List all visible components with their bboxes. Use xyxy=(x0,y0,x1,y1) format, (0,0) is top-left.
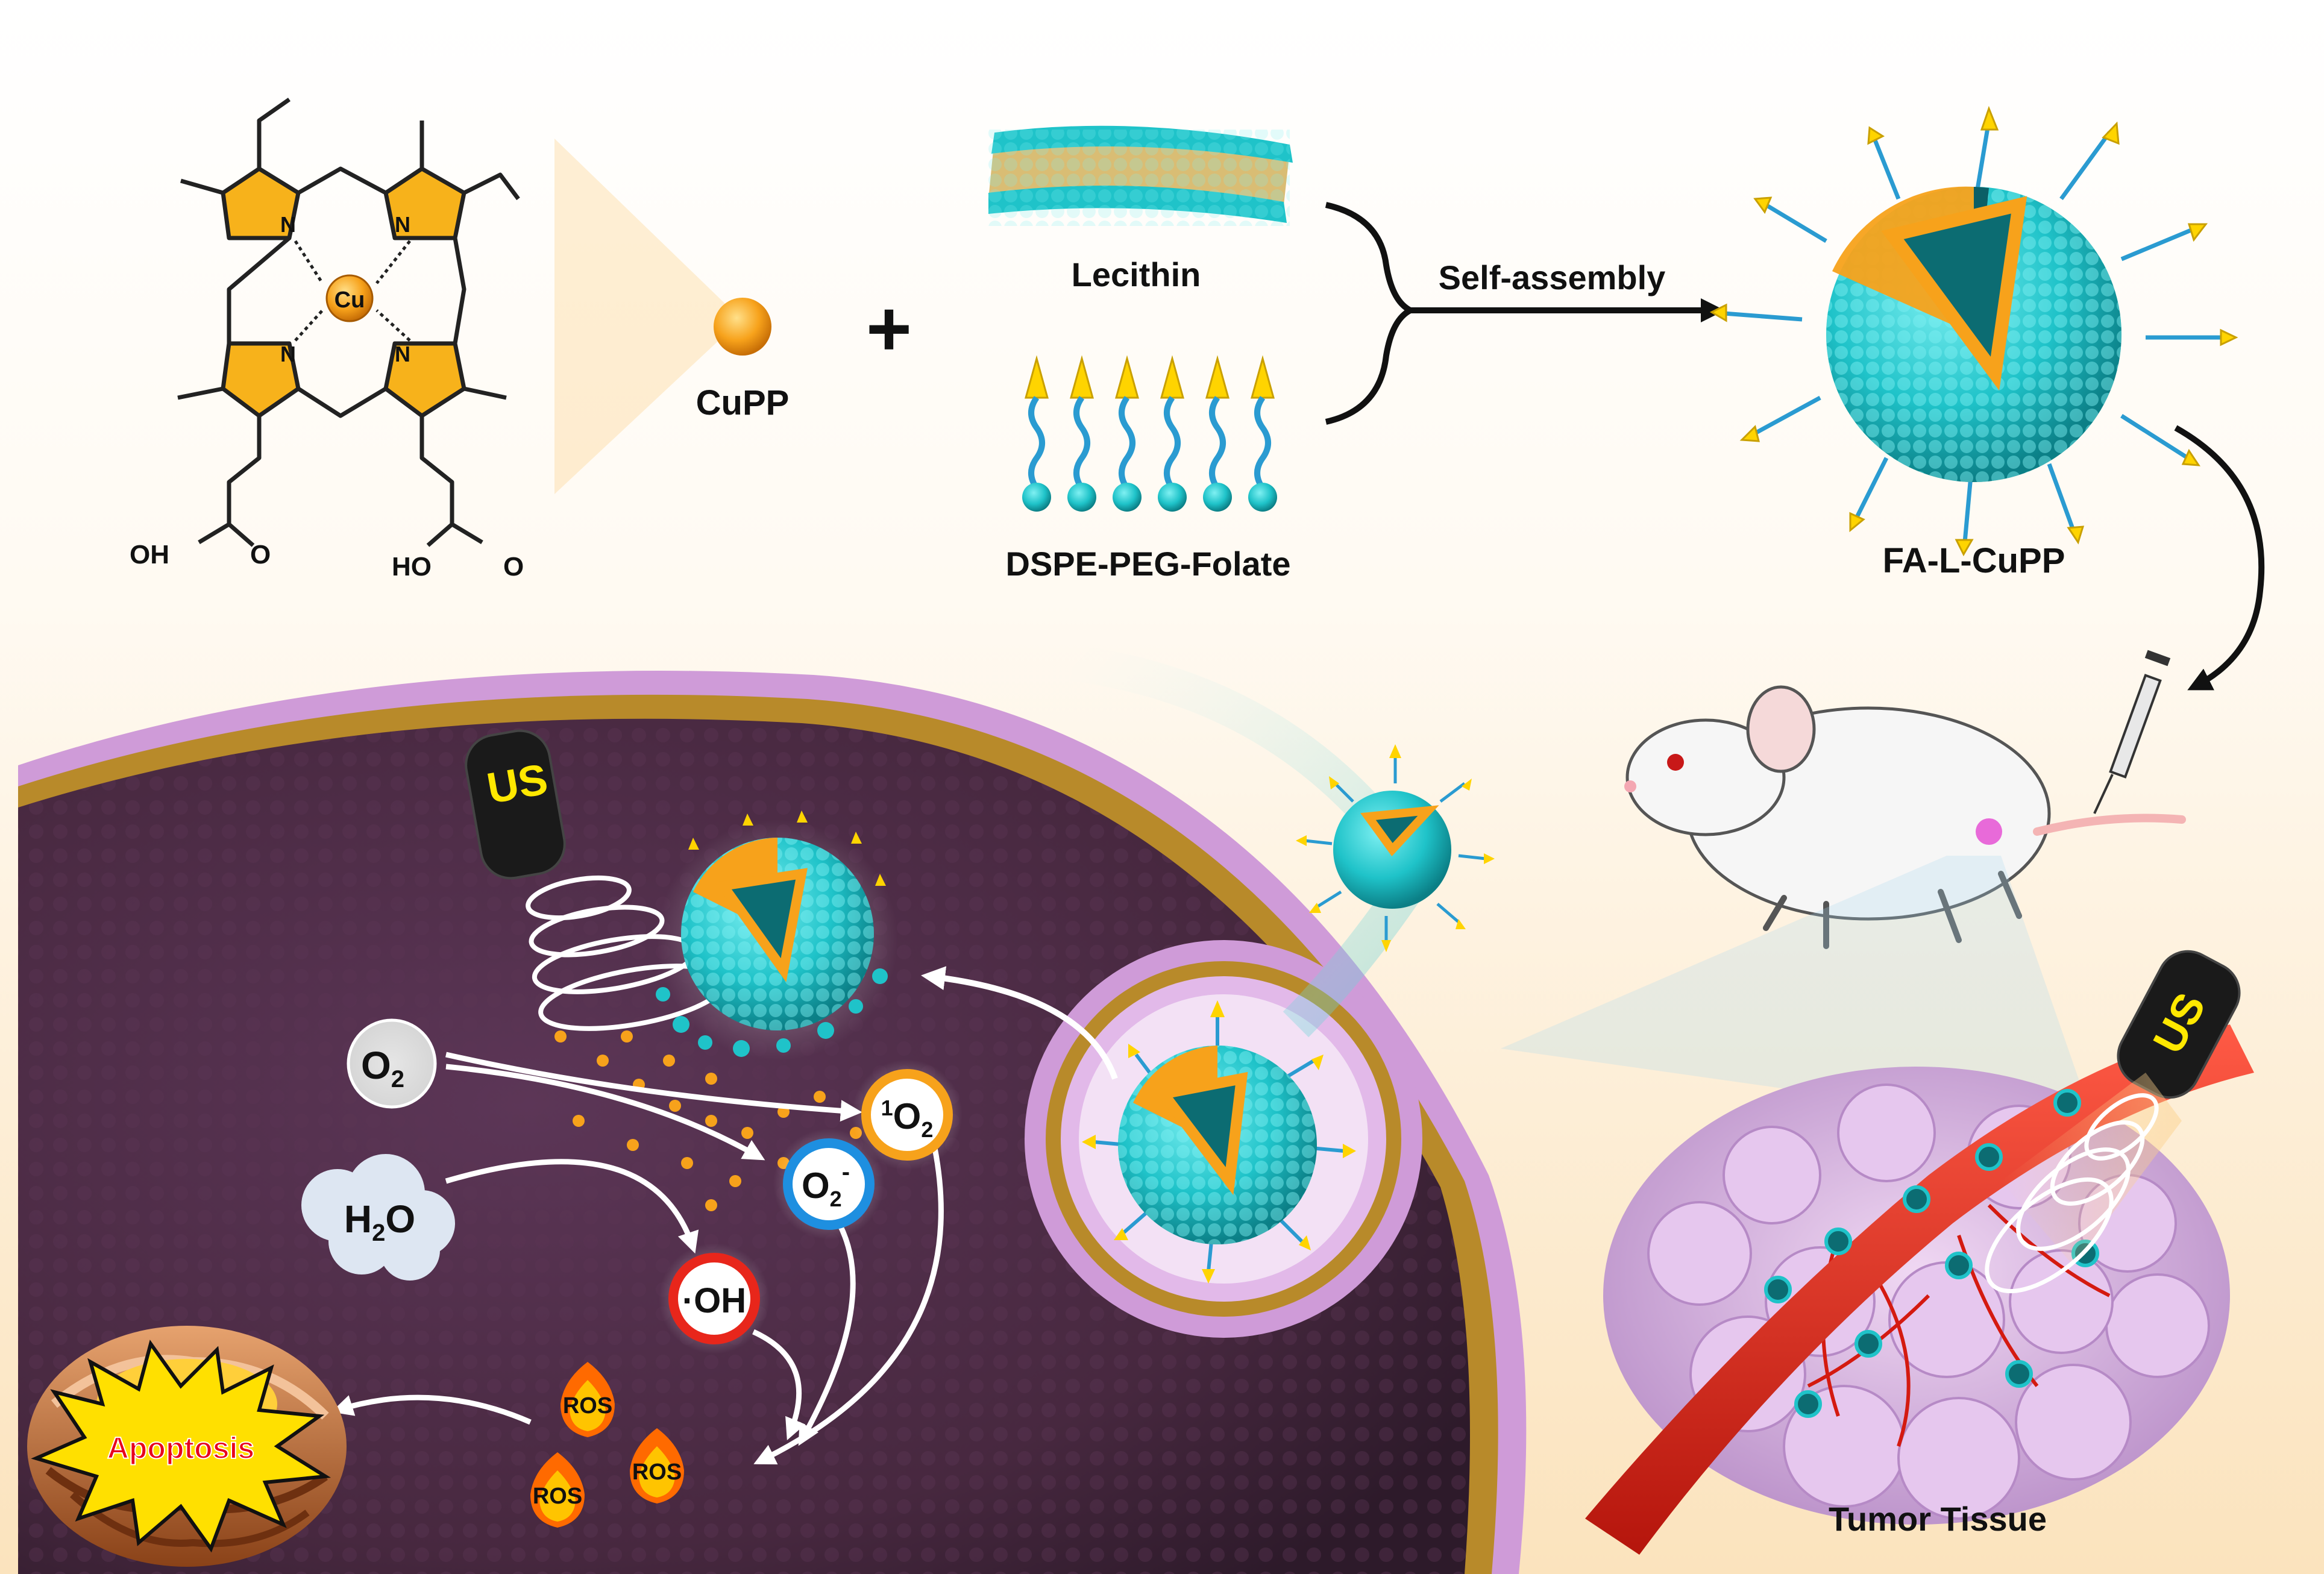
pyrrole-ring-bottom-right xyxy=(383,341,466,418)
superoxide-label: O2- xyxy=(802,1159,850,1211)
syringe xyxy=(2093,650,2171,814)
acid-hydroxyl-right: HO xyxy=(392,552,432,582)
nitrogen-label: N xyxy=(395,342,410,366)
arrow-hydroxyl-to-ros xyxy=(752,1329,806,1440)
self-assembly-label: Self-assembly xyxy=(1439,259,1666,296)
dspe-molecule xyxy=(1203,355,1232,512)
dspe-molecule xyxy=(1022,355,1051,512)
nitrogen-label: N xyxy=(395,212,410,237)
ultrasound-beam-right xyxy=(2001,1073,2182,1265)
ros-flames xyxy=(530,1362,684,1528)
cupp-label: CuPP xyxy=(696,383,790,422)
dspe-molecule xyxy=(1248,355,1277,512)
dspe-molecule xyxy=(1158,355,1187,512)
acid-oxygen-right: O xyxy=(503,552,524,582)
ros-label: ROS xyxy=(533,1484,582,1509)
ros-flame xyxy=(530,1452,585,1528)
nanoparticle-endocytosed xyxy=(1082,1000,1356,1284)
dspe-peg-folate-molecules xyxy=(1022,355,1277,512)
lecithin-bilayer xyxy=(988,125,1293,226)
nanoparticle-cutaway xyxy=(1881,196,2027,391)
dspe-molecule xyxy=(1113,355,1142,512)
reaction-arrows xyxy=(331,1052,944,1465)
dspe-molecule xyxy=(1067,355,1096,512)
arrow-o2-to-singlet xyxy=(445,1052,862,1122)
arrow-o2-to-superoxide xyxy=(445,1064,765,1161)
self-assembly-bracket xyxy=(1325,202,1418,425)
pyrrole-ring-bottom-left xyxy=(221,341,301,418)
tumor-cell xyxy=(18,671,1527,1574)
folate-heads xyxy=(1709,105,2238,557)
injection-arrow xyxy=(2174,425,2265,691)
ros-flame xyxy=(561,1362,615,1437)
lecithin-label: Lecithin xyxy=(1072,256,1201,293)
ultrasound-waves-right xyxy=(1985,1093,2159,1294)
apoptosis-burst xyxy=(31,1340,331,1553)
singlet-oxygen-label: 1O2 xyxy=(881,1096,934,1142)
zoom-beam xyxy=(1501,856,2097,1133)
ros-label: ROS xyxy=(563,1393,612,1419)
cupp-light-cone xyxy=(554,139,741,494)
o2-bubble xyxy=(347,1018,437,1109)
copper-label: Cu xyxy=(334,287,365,313)
nitrogen-labels: N N N N xyxy=(280,212,410,366)
o2-label: O2 xyxy=(361,1044,404,1093)
nanoparticle-in-transit xyxy=(1296,744,1495,952)
arrow-h2o-to-hydroxyl xyxy=(445,1159,699,1254)
mouse xyxy=(1624,650,2186,949)
h2o-label: H2O xyxy=(344,1197,415,1246)
pyrrole-ring-top-left xyxy=(221,166,301,240)
arrow-ros-to-apoptosis xyxy=(331,1394,532,1425)
fa-l-cupp-label: FA-L-CuPP xyxy=(1883,541,2065,580)
acid-oxygen-left: O xyxy=(250,540,271,569)
ros-flame xyxy=(630,1428,684,1503)
ultrasound-probe-left xyxy=(465,729,566,880)
mouse-tumor xyxy=(1976,818,2002,845)
release-arrow xyxy=(921,966,1118,1080)
arrow-singlet-to-ros xyxy=(753,1144,944,1465)
apoptosis-label: Apoptosis xyxy=(107,1431,254,1465)
fa-l-cupp-nanoparticle xyxy=(1709,105,2238,557)
nitrogen-label: N xyxy=(280,342,296,366)
copper-center xyxy=(325,274,374,322)
cupp-ball xyxy=(714,298,771,356)
disrupted-nanoparticle xyxy=(656,811,898,1061)
superoxide-badge xyxy=(773,1129,884,1240)
hydroxyl-badge xyxy=(659,1243,770,1354)
ultrasound-label-left: US xyxy=(483,755,551,813)
pyrrole-ring-top-right xyxy=(383,166,466,240)
ros-label: ROS xyxy=(632,1460,682,1485)
cupp-molecule-structure xyxy=(177,98,520,547)
tumor-tissue-label: Tumor Tissue xyxy=(1829,1500,2047,1538)
nitrogen-label: N xyxy=(280,212,296,237)
hydroxyl-label: ·OH xyxy=(682,1281,746,1320)
folate-ligands xyxy=(1723,120,2224,543)
acid-hydroxyl-left: OH xyxy=(130,540,169,569)
dspe-label: DSPE-PEG-Folate xyxy=(1006,545,1291,583)
plus-sign: + xyxy=(866,284,912,372)
singlet-oxygen-badge xyxy=(852,1059,963,1170)
h2o-cloud xyxy=(301,1154,455,1281)
